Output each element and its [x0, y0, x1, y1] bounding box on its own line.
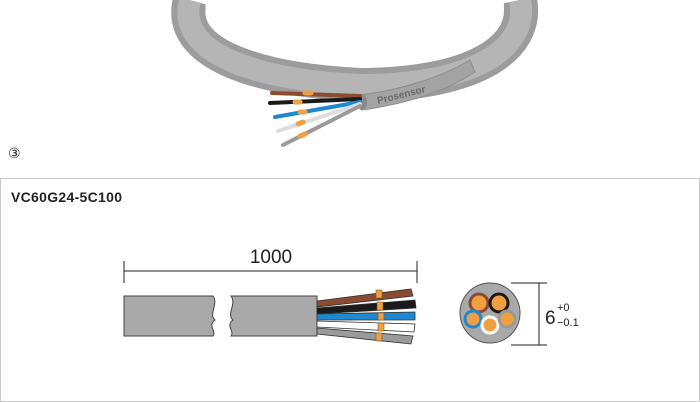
spec-panel: VC60G24-5C100 1000 [0, 178, 700, 402]
core-black [488, 292, 510, 314]
tolerance-minus: −0.1 [557, 317, 579, 329]
core-gray [497, 309, 517, 329]
diameter-dimension [511, 282, 547, 346]
diameter-value: 6 [545, 308, 556, 329]
tolerance-plus: +0 [557, 302, 570, 314]
wire-tips [375, 289, 385, 342]
cable-segment-left [123, 295, 216, 337]
photo-wires [268, 90, 362, 147]
model-title: VC60G24-5C100 [11, 189, 123, 205]
cable-drawing: 1000 [123, 247, 579, 346]
cable-segment-right [229, 295, 318, 337]
length-dimension [123, 261, 418, 283]
core-brown [468, 292, 490, 314]
core-white [480, 315, 500, 335]
wire-blue [316, 311, 416, 321]
cable-cross-section [459, 282, 521, 344]
cable-photo: Prosensor [171, 0, 539, 147]
drawing-wires [316, 288, 417, 345]
section-number: ③ [8, 145, 21, 161]
length-label: 1000 [250, 247, 292, 268]
core-blue [463, 309, 483, 329]
cable-end-jacket [359, 59, 476, 111]
